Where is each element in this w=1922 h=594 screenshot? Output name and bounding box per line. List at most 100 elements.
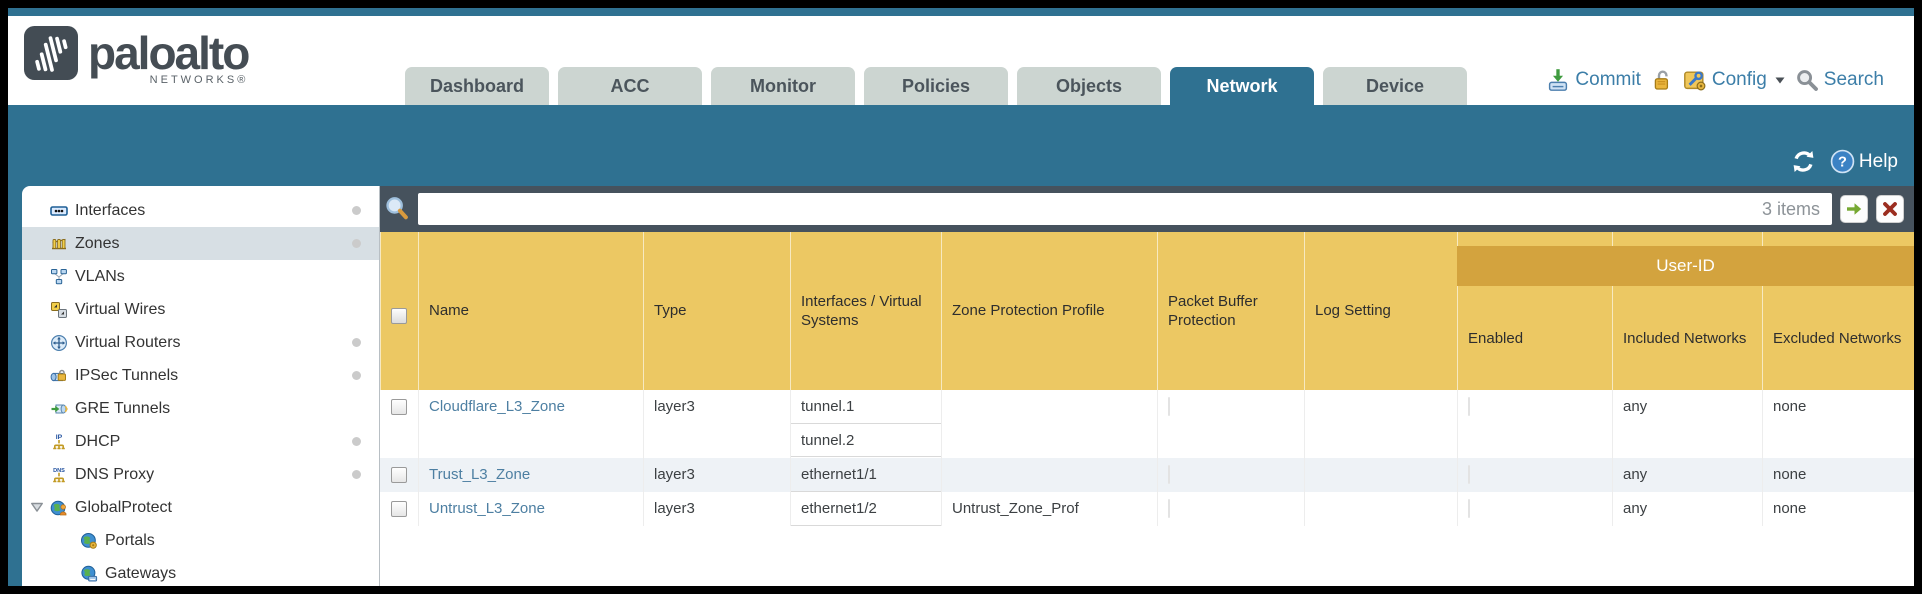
tab-device[interactable]: Device (1323, 67, 1467, 105)
packet-buffer-checkbox[interactable] (1168, 465, 1170, 484)
zone-name-link[interactable]: Untrust_L3_Zone (429, 500, 545, 517)
sidebar-item-label: GRE Tunnels (75, 399, 171, 417)
column-header-included-networks[interactable]: Included Networks (1612, 232, 1762, 390)
refresh-button[interactable] (1791, 149, 1816, 174)
sidebar-item-gateways[interactable]: Gateways (22, 557, 379, 586)
caret-down-icon (1774, 75, 1786, 85)
interface-entry: ethernet1/2 (791, 492, 941, 526)
excluded-networks-cell: none (1762, 492, 1914, 526)
select-all-checkbox[interactable] (391, 307, 407, 324)
column-header-interfaces-virtual-systems[interactable]: Interfaces / Virtual Systems (790, 232, 941, 390)
sidebar-item-virtual-wires[interactable]: Virtual Wires (22, 293, 379, 326)
tab-dashboard[interactable]: Dashboard (405, 67, 549, 105)
tab-acc[interactable]: ACC (558, 67, 702, 105)
packet-buffer-protection-cell (1157, 458, 1304, 492)
sidebar-item-label: Virtual Routers (75, 333, 181, 351)
sidebar-item-vlans[interactable]: VLANs (22, 260, 379, 293)
column-header-log-setting[interactable]: Log Setting (1304, 232, 1457, 390)
column-header-type[interactable]: Type (643, 232, 790, 390)
zone-protection-profile-cell (941, 458, 1157, 492)
tab-network[interactable]: Network (1170, 67, 1314, 105)
packet-buffer-checkbox[interactable] (1168, 397, 1170, 416)
zone-protection-profile-cell (941, 390, 1157, 458)
clear-x-icon (1881, 200, 1899, 218)
interface-entry: tunnel.1 (791, 390, 941, 424)
userid-enabled-checkbox[interactable] (1468, 499, 1470, 518)
dhcp-icon: IP (50, 433, 68, 451)
svg-text:?: ? (1838, 155, 1847, 171)
sidebar-item-ipsec-tunnels[interactable]: IPSec Tunnels (22, 359, 379, 392)
excluded-networks-cell: none (1762, 458, 1914, 492)
zone-protection-profile-cell: Untrust_Zone_Prof (941, 492, 1157, 526)
commit-icon (1546, 68, 1570, 92)
portals-icon (80, 532, 98, 550)
userid-enabled-checkbox[interactable] (1468, 397, 1470, 416)
row-checkbox[interactable] (391, 501, 407, 517)
zone-name-link[interactable]: Trust_L3_Zone (429, 466, 531, 483)
commit-button[interactable]: Commit (1546, 68, 1641, 92)
items-count: 3 items (1761, 198, 1820, 219)
apply-filter-button[interactable] (1840, 195, 1868, 223)
log-setting-cell (1304, 492, 1457, 526)
row-checkbox[interactable] (391, 467, 407, 483)
zone-type-cell: layer3 (643, 492, 790, 526)
tab-policies[interactable]: Policies (864, 67, 1008, 105)
userid-enabled-cell (1457, 492, 1612, 526)
clear-filter-button[interactable] (1876, 195, 1904, 223)
help-icon: ? (1830, 149, 1855, 174)
column-header-name[interactable]: Name (418, 232, 643, 390)
search-icon (1795, 68, 1819, 92)
sidebar-item-interfaces[interactable]: Interfaces (22, 194, 379, 227)
page-banner: ? Help (8, 105, 1914, 186)
userid-enabled-cell (1457, 458, 1612, 492)
sidebar-item-label: Interfaces (75, 201, 146, 219)
config-menu-button[interactable]: Config (1683, 68, 1786, 92)
filter-search-icon (384, 196, 410, 222)
interfaces-icon (50, 202, 68, 220)
tab-objects[interactable]: Objects (1017, 67, 1161, 105)
status-dot (352, 437, 361, 446)
tab-monitor[interactable]: Monitor (711, 67, 855, 105)
vlans-icon (50, 268, 68, 286)
sidebar-item-portals[interactable]: Portals (22, 524, 379, 557)
row-select-cell (380, 458, 418, 492)
sidebar-item-label: Gateways (105, 564, 177, 582)
virtual-wires-icon (50, 301, 68, 319)
row-checkbox[interactable] (391, 399, 407, 415)
global-search-button[interactable]: Search (1795, 68, 1884, 92)
zone-name-cell: Cloudflare_L3_Zone (418, 390, 643, 458)
column-header-enabled[interactable]: Enabled (1457, 232, 1612, 390)
apply-arrow-icon (1845, 200, 1863, 218)
row-select-cell (380, 492, 418, 526)
zone-name-link[interactable]: Cloudflare_L3_Zone (429, 398, 565, 415)
sidebar-item-zones[interactable]: Zones (22, 227, 379, 260)
filter-bar: 3 items (380, 186, 1914, 232)
filter-input[interactable]: 3 items (418, 193, 1832, 225)
column-header-packet-buffer-protection[interactable]: Packet Buffer Protection (1157, 232, 1304, 390)
sidebar-item-virtual-routers[interactable]: Virtual Routers (22, 326, 379, 359)
sidebar-item-globalprotect[interactable]: GlobalProtect (22, 491, 379, 524)
zone-name-cell: Untrust_L3_Zone (418, 492, 643, 526)
userid-enabled-checkbox[interactable] (1468, 465, 1470, 484)
sidebar-item-gre-tunnels[interactable]: GRE Tunnels (22, 392, 379, 425)
select-all-column-header[interactable] (380, 232, 418, 390)
userid-group-header: User-ID (1457, 246, 1914, 286)
zones-icon (50, 235, 68, 253)
zone-interfaces-cell: ethernet1/1 (790, 458, 941, 492)
packet-buffer-checkbox[interactable] (1168, 499, 1170, 518)
column-header-zone-protection-profile[interactable]: Zone Protection Profile (941, 232, 1157, 390)
help-button[interactable]: ? Help (1830, 149, 1898, 174)
column-header-excluded-networks[interactable]: Excluded Networks (1762, 232, 1914, 390)
lock-button[interactable] (1650, 68, 1674, 92)
search-label: Search (1823, 69, 1884, 90)
expander-down-icon[interactable] (30, 500, 44, 514)
